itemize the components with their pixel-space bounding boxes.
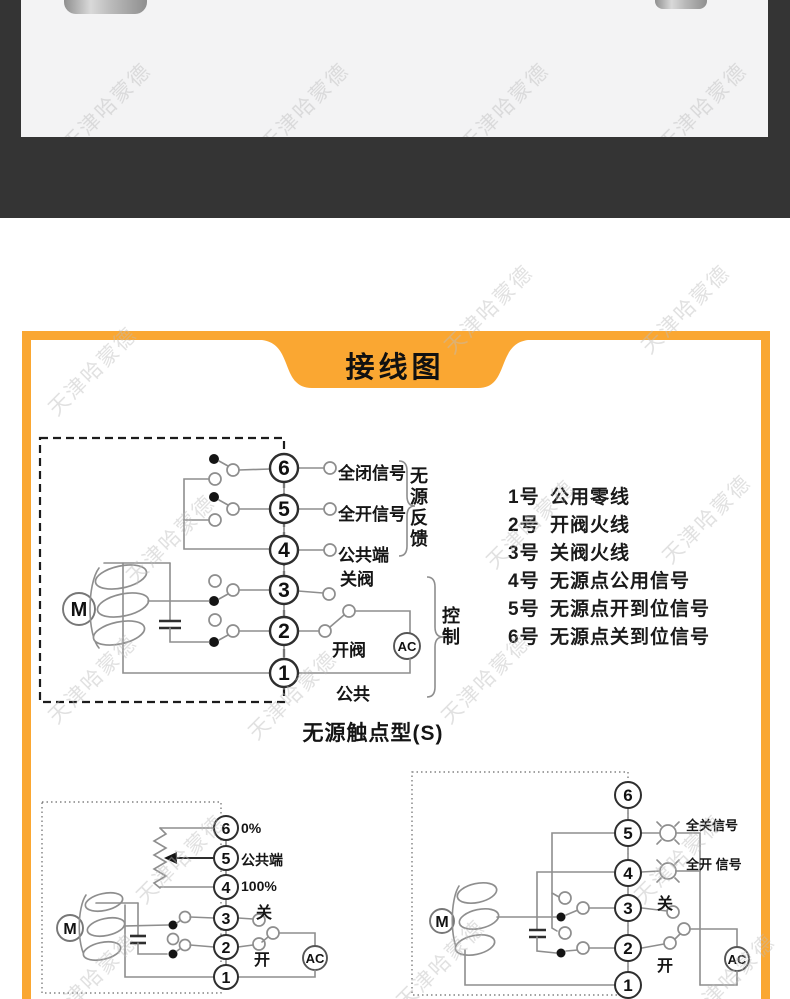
label-0-percent: 0% bbox=[241, 820, 262, 836]
ac-source-circle bbox=[393, 632, 421, 660]
list-item: 3号关阀火线 bbox=[508, 543, 631, 564]
terminal-description-list: 1号公用零线 2号开阀火线 3号关阀火线 4号无源点公用信号 5号无源点开到位信… bbox=[508, 484, 710, 652]
terminal-2: 2 bbox=[222, 940, 231, 957]
label-close-2: 关 bbox=[256, 905, 273, 922]
list-item: 2号开阀火线 bbox=[508, 515, 631, 536]
label-common-terminal-2: 公共端 bbox=[241, 852, 283, 868]
ac-source-label-3: AC bbox=[728, 952, 747, 967]
label-passive-feedback-group: 无源反馈 bbox=[408, 466, 428, 550]
label-full-close-signal: 全闭信号 bbox=[338, 464, 406, 483]
terminal-4: 4 bbox=[222, 880, 231, 897]
label-common: 公共 bbox=[336, 685, 370, 704]
label-full-open-lamp: 全开 信号 bbox=[686, 857, 742, 872]
label-control-group: 控制 bbox=[440, 606, 460, 648]
terminal-3: 3 bbox=[623, 899, 632, 918]
feedback-brace bbox=[398, 460, 416, 557]
terminal-1: 1 bbox=[623, 976, 632, 995]
terminal-3: 3 bbox=[222, 911, 231, 928]
list-item: 1号公用零线 bbox=[508, 487, 631, 508]
product-image-left bbox=[64, 0, 147, 14]
label-open-2: 开 bbox=[254, 952, 271, 969]
terminal-2: 2 bbox=[623, 939, 632, 958]
motor-circle bbox=[62, 592, 96, 626]
list-item: 6号无源点关到位信号 bbox=[508, 627, 711, 648]
actuator-dashed-box bbox=[38, 436, 286, 704]
label-open-valve: 开阀 bbox=[332, 641, 366, 660]
terminal-3: 3 bbox=[278, 579, 290, 602]
motor-label-3: M bbox=[435, 914, 448, 931]
label-full-close-lamp: 全关信号 bbox=[686, 818, 739, 833]
wiring-card bbox=[22, 331, 770, 999]
terminal-5: 5 bbox=[623, 824, 632, 843]
label-full-open-signal: 全开信号 bbox=[338, 505, 406, 524]
terminal-6: 6 bbox=[623, 786, 632, 805]
main-terminals: 6 5 4 3 2 1 bbox=[268, 452, 300, 689]
terminal-6: 6 bbox=[222, 821, 231, 838]
motor-label-2: M bbox=[63, 921, 76, 938]
terminal-1: 1 bbox=[222, 970, 231, 987]
label-close-valve: 关阀 bbox=[340, 570, 374, 589]
potentiometer-diagram: M bbox=[41, 801, 328, 994]
ac-source-label: AC bbox=[398, 639, 417, 654]
terminal-1: 1 bbox=[278, 662, 290, 685]
label-100-percent: 100% bbox=[241, 878, 277, 894]
list-item: 4号无源点公用信号 bbox=[508, 571, 691, 592]
motor-label: M bbox=[71, 599, 88, 621]
label-open-3: 开 bbox=[657, 958, 674, 975]
terminal-4: 4 bbox=[278, 539, 290, 562]
ac-source-label-2: AC bbox=[306, 951, 325, 966]
product-photo-panel: 天津哈蒙德天津哈蒙德天津哈蒙德天津哈蒙德 bbox=[21, 0, 768, 137]
terminal-4: 4 bbox=[623, 864, 633, 883]
terminal-5: 5 bbox=[222, 851, 231, 868]
terminal-6: 6 bbox=[278, 457, 290, 480]
terminal-5: 5 bbox=[278, 498, 290, 521]
banner-title: 接线图 bbox=[345, 352, 445, 384]
main-diagram: M bbox=[38, 436, 444, 704]
label-common-terminal: 公共端 bbox=[338, 546, 389, 565]
main-diagram-caption: 无源触点型(S) bbox=[302, 722, 444, 745]
label-close-3: 关 bbox=[657, 896, 674, 913]
terminal-2: 2 bbox=[278, 620, 290, 643]
pot-terminals: 6 5 4 3 2 1 bbox=[213, 815, 239, 990]
control-brace bbox=[426, 576, 444, 698]
lamp-terminals: 6 5 4 3 2 1 bbox=[614, 781, 642, 999]
product-image-right bbox=[655, 0, 707, 9]
banner-ribbon bbox=[262, 340, 528, 388]
list-item: 5号无源点开到位信号 bbox=[508, 599, 711, 620]
lamp-diagram: M bbox=[411, 771, 750, 999]
